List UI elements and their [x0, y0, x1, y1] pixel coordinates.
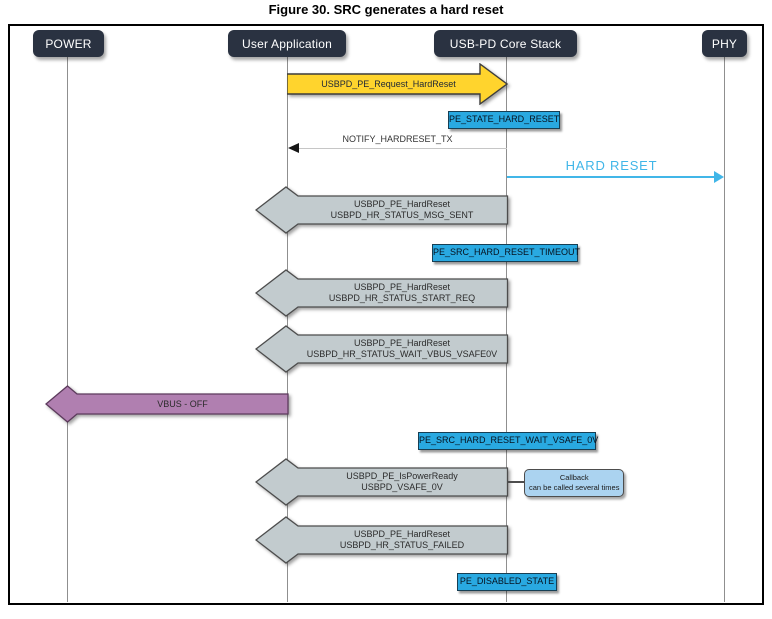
- callback-hr-status-start-req-label: USBPD_PE_HardReset USBPD_HR_STATUS_START…: [298, 279, 506, 307]
- state-badge-pe-src-hard-reset-wait-vsafe-0v: PE_SRC_HARD_RESET_WAIT_VSAFE_0V: [418, 432, 598, 450]
- callback-line2: USBPD_HR_STATUS_FAILED: [339, 540, 465, 550]
- lifeline-header-usbpd-core-stack: USB-PD Core Stack: [434, 30, 577, 57]
- state-badge-pe-src-hard-reset-timeout: PE_SRC_HARD_RESET_TIMEOUT: [432, 244, 580, 262]
- callback-hr-status-wait-vbus-arrow: USBPD_PE_HardReset USBPD_HR_STATUS_WAIT_…: [255, 325, 509, 373]
- lifeline-phy: [724, 57, 725, 602]
- state-badge-pe-state-hard-reset: PE_STATE_HARD_RESET: [448, 111, 560, 129]
- diamond-left-arrow-icon: [45, 385, 289, 423]
- lifeline-usbpd-core-stack: [506, 57, 507, 602]
- message-notify-hardreset-tx-label: NOTIFY_HARDRESET_TX: [342, 134, 453, 144]
- diamond-left-arrow-icon: [255, 458, 509, 506]
- right-block-arrow-icon: [287, 63, 508, 105]
- diamond-left-arrow-icon: [255, 516, 509, 564]
- figure-title: Figure 30. SRC generates a hard reset: [268, 2, 504, 17]
- message-request-hardreset-arrow: USBPD_PE_Request_HardReset: [287, 63, 508, 105]
- signal-hard-reset-label: HARD RESET: [565, 158, 658, 173]
- lifeline-power: [67, 57, 68, 602]
- message-vbus-off-arrow: VBUS - OFF: [45, 385, 289, 423]
- note-line2: can be called several times: [529, 483, 620, 492]
- callback-hr-status-start-req-arrow: USBPD_PE_HardReset USBPD_HR_STATUS_START…: [255, 269, 509, 317]
- callback-line2: USBPD_HR_STATUS_WAIT_VBUS_VSAFE0V: [306, 349, 498, 359]
- diamond-left-arrow-icon: [255, 325, 509, 373]
- diamond-left-arrow-icon: [255, 269, 509, 317]
- note-line1: Callback: [559, 473, 589, 482]
- callback-line1: USBPD_PE_HardReset: [353, 282, 451, 292]
- message-notify-hardreset-tx-line: [290, 148, 507, 149]
- diagram-frame: [8, 24, 764, 605]
- lifeline-header-phy: PHY: [702, 30, 747, 57]
- callback-line1: USBPD_PE_HardReset: [353, 338, 451, 348]
- diamond-left-arrow-icon: [255, 186, 509, 234]
- signal-hard-reset-line: [507, 176, 716, 178]
- callback-hr-status-failed-arrow: USBPD_PE_HardReset USBPD_HR_STATUS_FAILE…: [255, 516, 509, 564]
- callback-line1: USBPD_PE_HardReset: [353, 529, 451, 539]
- message-request-hardreset-label: USBPD_PE_Request_HardReset: [321, 78, 456, 89]
- callback-hr-status-msg-sent-label: USBPD_PE_HardReset USBPD_HR_STATUS_MSG_S…: [298, 196, 506, 224]
- callback-line2: USBPD_HR_STATUS_MSG_SENT: [330, 210, 474, 220]
- callback-hr-status-failed-label: USBPD_PE_HardReset USBPD_HR_STATUS_FAILE…: [298, 526, 506, 554]
- lifeline-header-power: POWER: [33, 30, 104, 57]
- state-badge-pe-disabled-state: PE_DISABLED_STATE: [457, 573, 557, 591]
- note-callback: Callback can be called several times: [524, 469, 625, 497]
- callback-line2: USBPD_VSAFE_0V: [361, 482, 443, 492]
- left-arrowhead-icon: [288, 143, 299, 153]
- message-vbus-off-label: VBUS - OFF: [157, 398, 208, 409]
- callback-line2: USBPD_HR_STATUS_START_REQ: [328, 293, 476, 303]
- callback-is-power-ready-arrow: USBPD_PE_IsPowerReady USBPD_VSAFE_0V: [255, 458, 509, 506]
- callback-hr-status-wait-vbus-label: USBPD_PE_HardReset USBPD_HR_STATUS_WAIT_…: [298, 335, 506, 363]
- note-connector-line: [508, 481, 525, 483]
- callback-line1: USBPD_PE_IsPowerReady: [346, 471, 458, 481]
- callback-line1: USBPD_PE_HardReset: [353, 199, 451, 209]
- callback-hr-status-msg-sent-arrow: USBPD_PE_HardReset USBPD_HR_STATUS_MSG_S…: [255, 186, 509, 234]
- lifeline-header-user-application: User Application: [228, 30, 346, 57]
- callback-is-power-ready-label: USBPD_PE_IsPowerReady USBPD_VSAFE_0V: [298, 468, 506, 496]
- right-arrowhead-icon: [714, 171, 724, 183]
